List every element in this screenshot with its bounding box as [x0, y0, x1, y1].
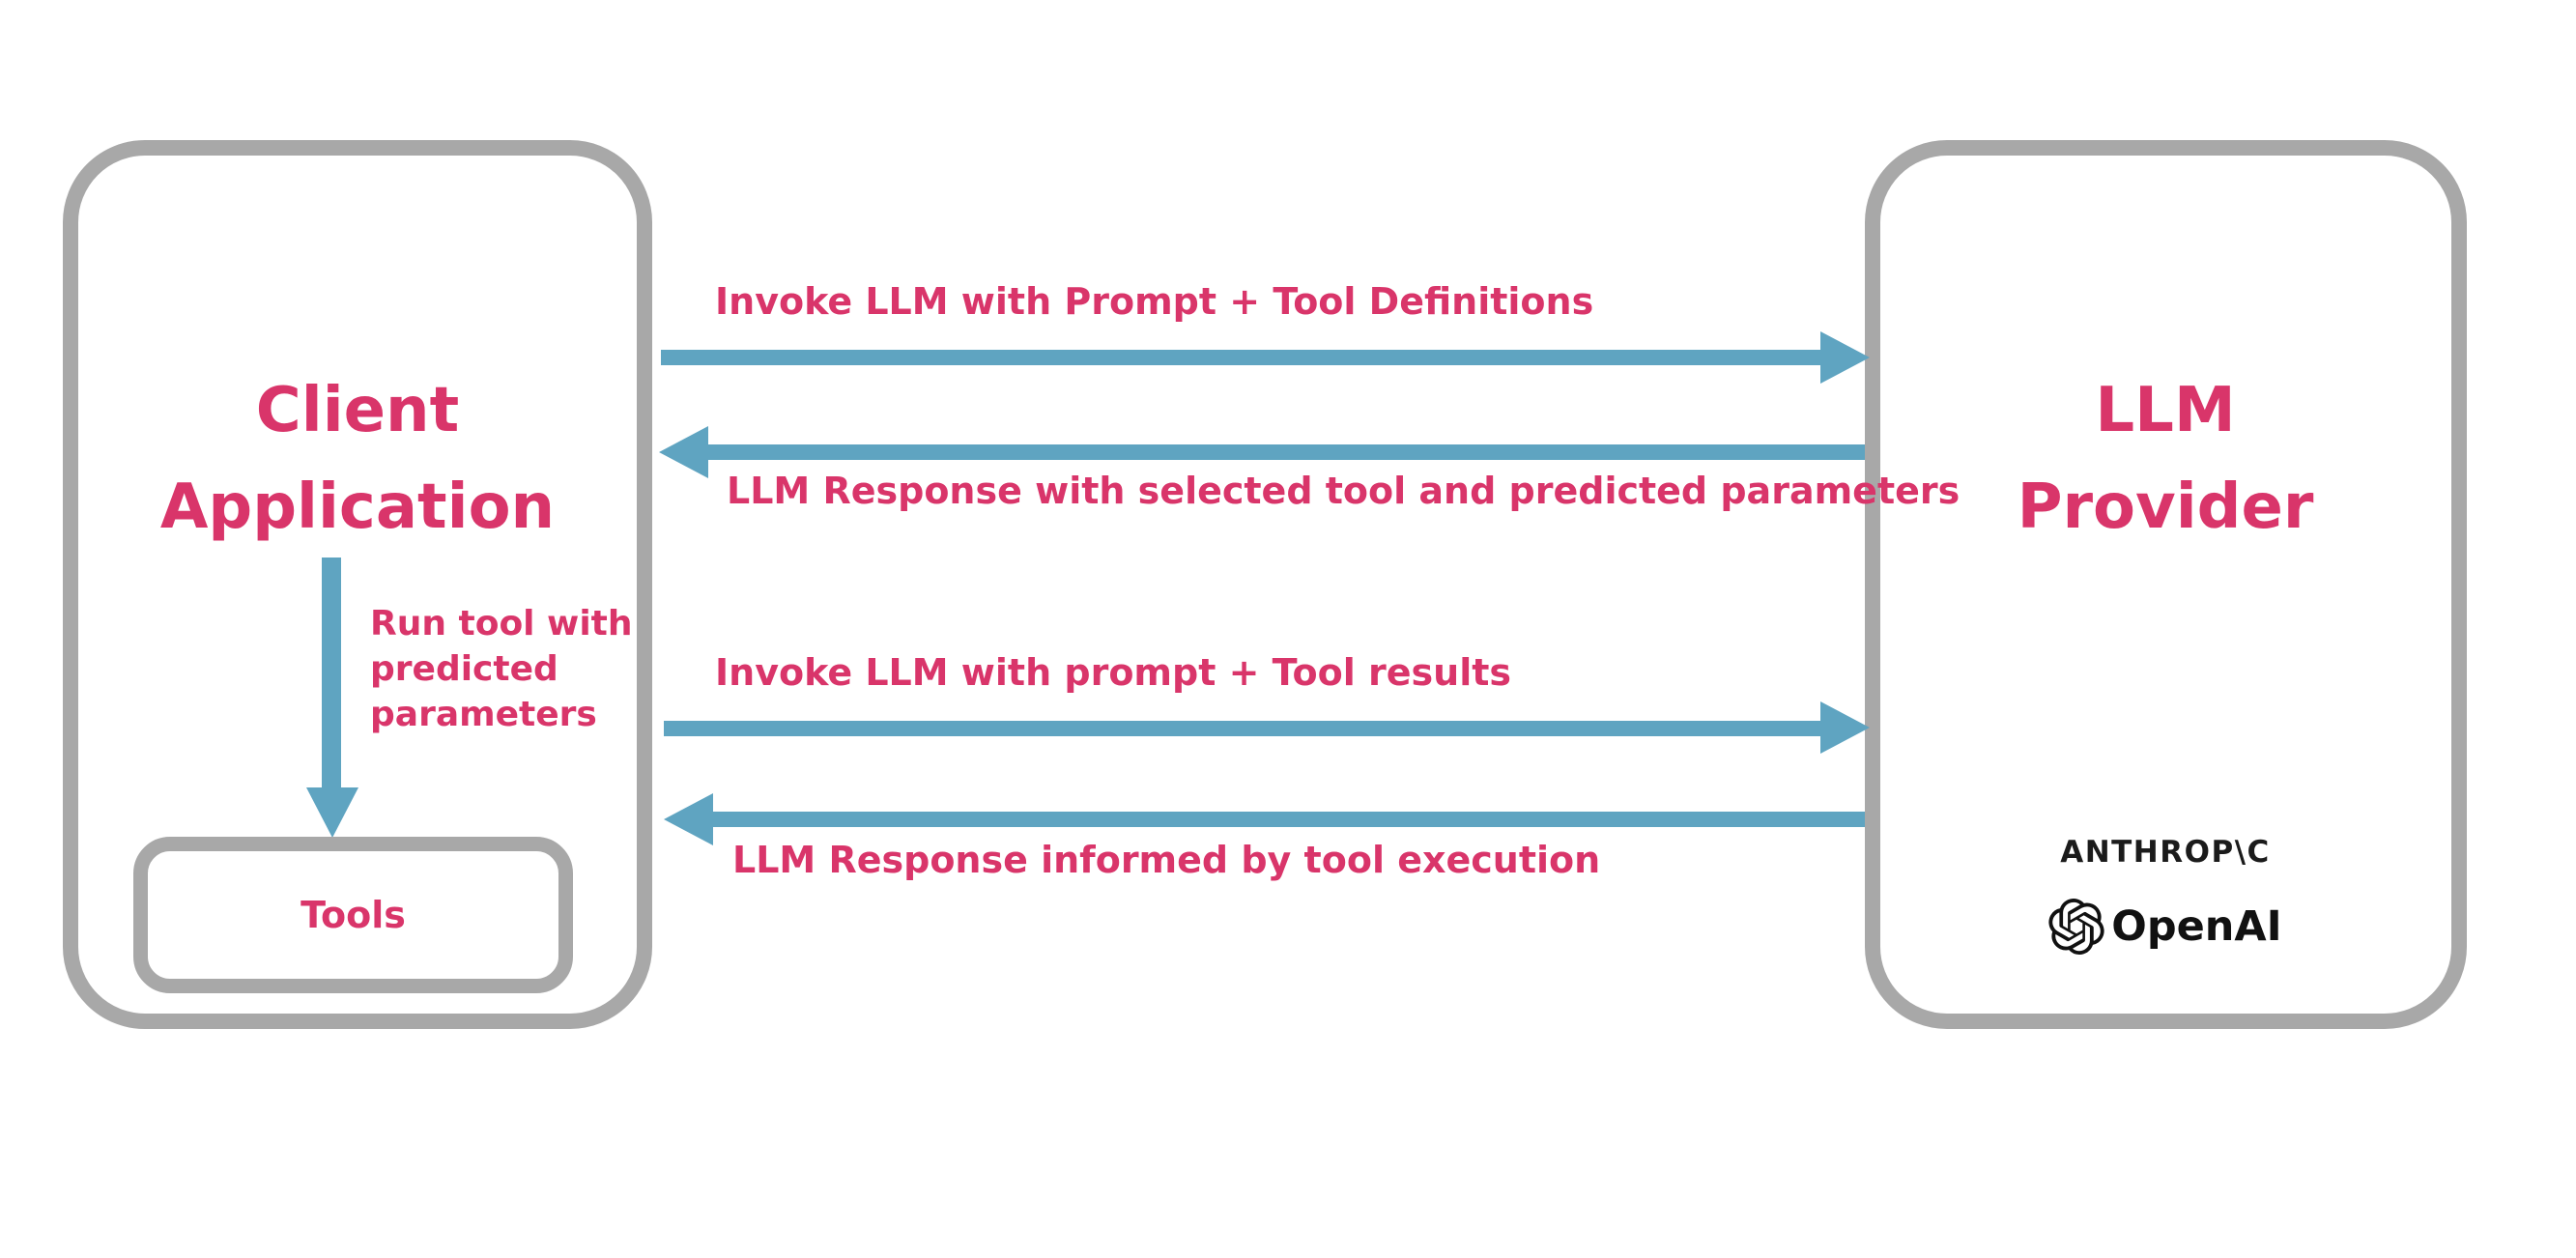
client-application-title: Client Application — [92, 362, 623, 556]
run-tool-label-line-2: predicted — [370, 649, 558, 689]
llm-provider-title: LLM Provider — [1962, 362, 2368, 556]
openai-icon — [2048, 899, 2104, 955]
arrowhead-left-icon — [659, 426, 708, 478]
arrow-invoke-2-shaft — [664, 721, 1820, 736]
run-tool-label-line-3: parameters — [370, 695, 597, 734]
llm-title-line-1: LLM — [2095, 375, 2236, 446]
client-title-line-2: Application — [159, 472, 556, 543]
run-tool-arrow-shaft — [322, 558, 341, 789]
arrowhead-left-icon — [664, 793, 713, 845]
tools-box: Tools — [133, 837, 573, 993]
run-tool-label-line-1: Run tool with — [370, 604, 633, 643]
arrowhead-right-icon — [1820, 331, 1870, 384]
arrowhead-down-icon — [306, 787, 358, 838]
arrow-response-2-shaft — [713, 812, 1865, 827]
arrow-response-1-shaft — [708, 444, 1865, 460]
arrow-label-response-1: LLM Response with selected tool and pred… — [727, 470, 1961, 512]
client-title-line-1: Client — [255, 375, 460, 446]
openai-logo: OpenAI — [1972, 899, 2359, 955]
arrow-label-invoke-2: Invoke LLM with prompt + Tool results — [715, 651, 1512, 694]
llm-title-line-2: Provider — [2017, 472, 2314, 543]
tools-label: Tools — [301, 894, 406, 936]
run-tool-label: Run tool with predicted parameters — [370, 601, 633, 737]
arrow-label-invoke-1: Invoke LLM with Prompt + Tool Definition… — [715, 280, 1594, 323]
arrow-label-response-2: LLM Response informed by tool execution — [732, 839, 1601, 881]
openai-wordmark: OpenAI — [2111, 902, 2282, 951]
llm-provider-box — [1865, 140, 2467, 1029]
anthropic-logo: ANTHROP\C — [2060, 835, 2271, 870]
arrowhead-right-icon — [1820, 701, 1870, 754]
arrow-invoke-1-shaft — [661, 350, 1820, 365]
